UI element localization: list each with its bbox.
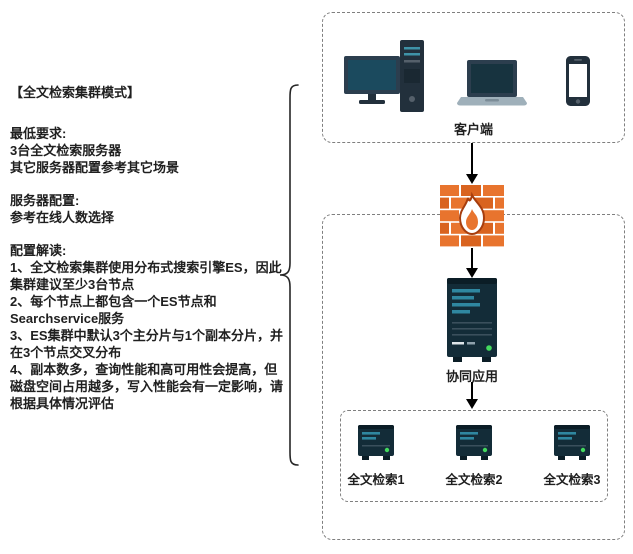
note-item: 2、每个节点上都包含一个ES节点和Searchservice服务 (10, 294, 217, 326)
section-min-requirements: 最低要求: 3台全文检索服务器 其它服务器配置参考其它场景 (10, 125, 286, 176)
search-node-1: 全文检索1 (341, 425, 411, 488)
section-config-notes: 配置解读: 1、全文检索集群使用分布式搜索引擎ES，因此集群建议至少3台节点 2… (10, 242, 286, 412)
smartphone-icon (565, 55, 591, 112)
note-item: 1、全文检索集群使用分布式搜索引擎ES，因此集群建议至少3台节点 (10, 260, 282, 292)
section-heading: 服务器配置: (10, 193, 80, 208)
note-item: 4、副本数多，查询性能和高可用性会提高，但磁盘空间占用越多，写入性能会有一定影响… (10, 362, 284, 411)
search-cluster-box: 全文检索1 全文检索2 (340, 410, 608, 502)
panel-title: 【全文检索集群模式】 (10, 85, 141, 100)
search-server-icon (358, 425, 394, 460)
search-server-icon (554, 425, 590, 460)
search-node-label: 全文检索1 (347, 473, 405, 487)
search-node-label: 全文检索2 (445, 473, 503, 487)
arrow-app-to-cluster (466, 382, 478, 409)
laptop-icon (457, 59, 527, 112)
description-panel: 【全文检索集群模式】 最低要求: 3台全文检索服务器 其它服务器配置参考其它场景… (10, 84, 286, 428)
section-heading: 配置解读: (10, 243, 67, 258)
client-zone-box: 客户端 (322, 12, 625, 143)
flame-icon (458, 191, 486, 236)
section-heading: 最低要求: (10, 126, 67, 141)
curly-brace (279, 84, 299, 466)
note-item: 3、ES集群中默认3个主分片与1个副本分片，并在3个节点交叉分布 (10, 328, 284, 360)
section-line: 3台全文检索服务器 (10, 143, 122, 158)
desktop-tower-icon (399, 39, 425, 118)
app-server-label: 协同应用 (445, 369, 498, 384)
section-line: 其它服务器配置参考其它场景 (10, 160, 180, 175)
app-server-icon (447, 278, 497, 367)
section-line: 参考在线人数选择 (10, 210, 115, 225)
search-node-3: 全文检索3 (537, 425, 607, 488)
firewall-icon (440, 185, 504, 252)
search-node-2: 全文检索2 (439, 425, 509, 488)
arrow-clients-to-firewall (466, 143, 478, 184)
section-server-config: 服务器配置: 参考在线人数选择 (10, 192, 286, 226)
arrow-firewall-to-app (466, 248, 478, 278)
search-server-icon (456, 425, 492, 460)
desktop-monitor-icon (343, 55, 401, 112)
client-zone-label: 客户端 (453, 122, 493, 137)
search-node-label: 全文检索3 (543, 473, 601, 487)
